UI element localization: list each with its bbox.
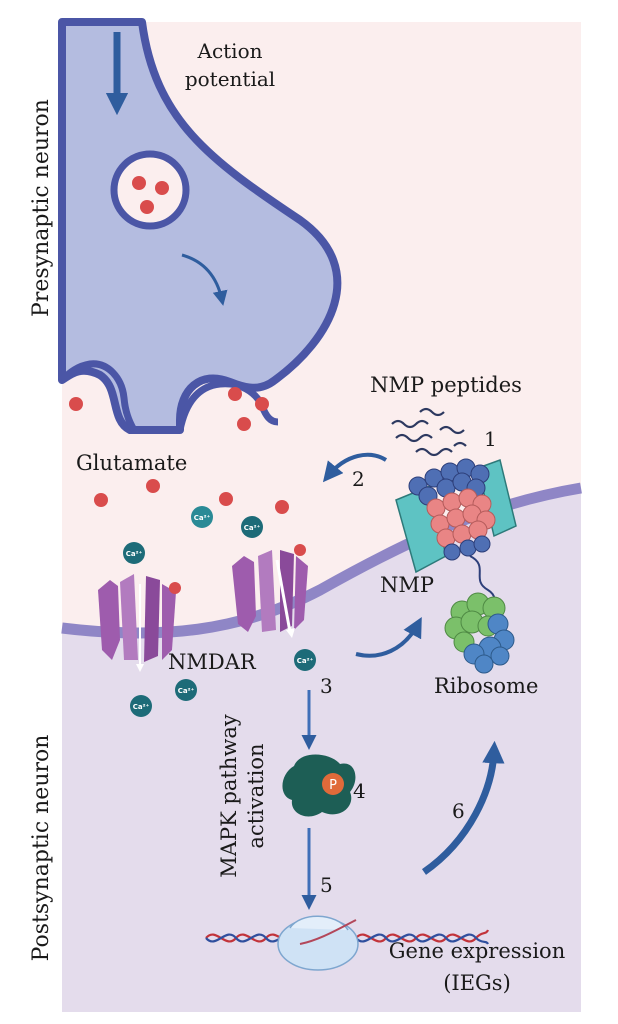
- glutamate-dot: [94, 493, 108, 507]
- glutamate-label: Glutamate: [76, 451, 187, 475]
- ribosome: [444, 592, 515, 674]
- nmp-label: NMP: [380, 573, 434, 597]
- nmp-peptides-label: NMP peptides: [370, 373, 522, 397]
- gene-expression-label-line1: Gene expression: [389, 939, 565, 963]
- svg-text:Ca²⁺: Ca²⁺: [194, 514, 211, 522]
- ca-ion: Ca²⁺: [175, 679, 197, 701]
- synaptic-vesicle: [110, 150, 190, 230]
- ca-ion: Ca²⁺: [123, 542, 145, 564]
- arrow-step-6: [421, 740, 505, 875]
- glutamate-dot: [255, 397, 269, 411]
- glutamate-dot: [219, 492, 233, 506]
- phosphate-icon: [322, 773, 344, 795]
- ca-ion: Ca²⁺: [191, 506, 213, 528]
- arrow-step-2: [322, 452, 388, 483]
- nmdar-label: NMDAR: [168, 650, 257, 674]
- gene-expression-label-line2: (IEGs): [443, 971, 511, 995]
- released-glutamate: [69, 387, 289, 514]
- mapk-label-line1: MAPK pathway: [217, 714, 241, 878]
- ca-ion: Ca²⁺: [241, 516, 263, 538]
- svg-text:Ca²⁺: Ca²⁺: [178, 687, 195, 695]
- svg-text:Ca²⁺: Ca²⁺: [133, 703, 150, 711]
- nmp-channel: [395, 458, 517, 619]
- rna-polymerase: [277, 915, 359, 971]
- glutamate-dot: [237, 417, 251, 431]
- nmdar-receptor-right: [232, 544, 308, 638]
- step-1-number: 1: [484, 427, 497, 451]
- arrow-to-ribosome: [355, 616, 422, 658]
- step-6-number: 6: [452, 799, 465, 823]
- svg-text:Ca²⁺: Ca²⁺: [126, 550, 143, 558]
- ca-ion: Ca²⁺: [130, 695, 152, 717]
- svg-text:P: P: [329, 778, 337, 793]
- svg-text:Ca²⁺: Ca²⁺: [244, 524, 261, 532]
- glutamate-dot: [146, 479, 160, 493]
- ca-ion: Ca²⁺: [294, 649, 316, 671]
- action-potential-label-line1: Action: [197, 39, 263, 63]
- nmdar-receptor-left: [98, 574, 181, 672]
- glutamate-dot: [69, 397, 83, 411]
- step-2-number: 2: [352, 467, 365, 491]
- svg-text:Ca²⁺: Ca²⁺: [297, 657, 314, 665]
- mapk-protein: P: [282, 754, 356, 817]
- step-5-number: 5: [320, 873, 333, 897]
- postsynaptic-neuron-label: Postsynaptic neuron: [29, 735, 54, 962]
- glutamate-dot: [228, 387, 242, 401]
- mapk-label-line2: activation: [244, 743, 268, 848]
- nmp-peptides-squiggles: [391, 407, 467, 457]
- vesicle-movement-arrow: [181, 253, 228, 306]
- vesicle-glutamate-3: [140, 200, 154, 214]
- vesicle-fusion-pocket-left: [59, 360, 138, 432]
- step-4-number: 4: [353, 779, 366, 803]
- vesicle-glutamate-1: [132, 176, 146, 190]
- presynaptic-terminal: [58, 18, 342, 434]
- vesicle-glutamate-2: [155, 181, 169, 195]
- vesicle-fusion-pocket-right: [176, 380, 279, 431]
- action-potential-label-line2: potential: [185, 67, 275, 91]
- glutamate-dot: [275, 500, 289, 514]
- ribosome-label: Ribosome: [434, 674, 538, 698]
- step-3-number: 3: [320, 674, 333, 698]
- presynaptic-neuron-label: Presynaptic neuron: [29, 99, 54, 317]
